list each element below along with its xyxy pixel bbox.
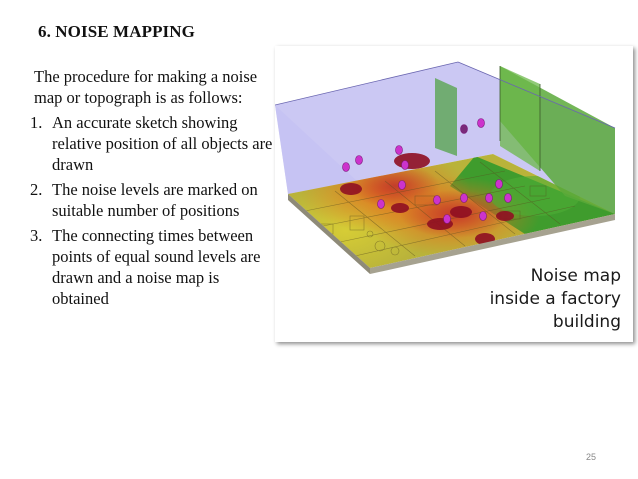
figure-caption: Noise map inside a factory building <box>490 265 621 334</box>
list-item-text: The connecting times between points of e… <box>52 226 261 308</box>
list-item-number: 1. <box>30 113 43 132</box>
body-text: The procedure for making a noise map or … <box>30 66 280 313</box>
intro-paragraph: The procedure for making a noise map or … <box>34 67 258 107</box>
list-item: 3. The connecting times between points o… <box>30 225 280 309</box>
list-item-text: The noise levels are marked on suitable … <box>52 180 258 220</box>
glass-divider <box>435 78 457 156</box>
noise-map-figure: Noise map inside a factory building <box>275 46 633 342</box>
list-item: 2. The noise levels are marked on suitab… <box>30 179 280 221</box>
caption-line: building <box>552 312 621 332</box>
list-item: 1. An accurate sketch showing relative p… <box>30 112 280 175</box>
measurement-markers <box>342 118 512 224</box>
floor-slab-edge <box>288 194 370 274</box>
procedure-list: 1. An accurate sketch showing relative p… <box>30 112 280 309</box>
caption-line: inside a factory <box>489 289 621 309</box>
list-item-number: 2. <box>30 180 43 199</box>
list-item-text: An accurate sketch showing relative posi… <box>52 113 273 174</box>
caption-line: Noise map <box>530 266 621 286</box>
slide-title: 6. NOISE MAPPING <box>38 22 195 41</box>
page-number: 25 <box>586 452 597 462</box>
noise-map-illustration <box>275 61 616 274</box>
list-item-number: 3. <box>30 226 43 245</box>
